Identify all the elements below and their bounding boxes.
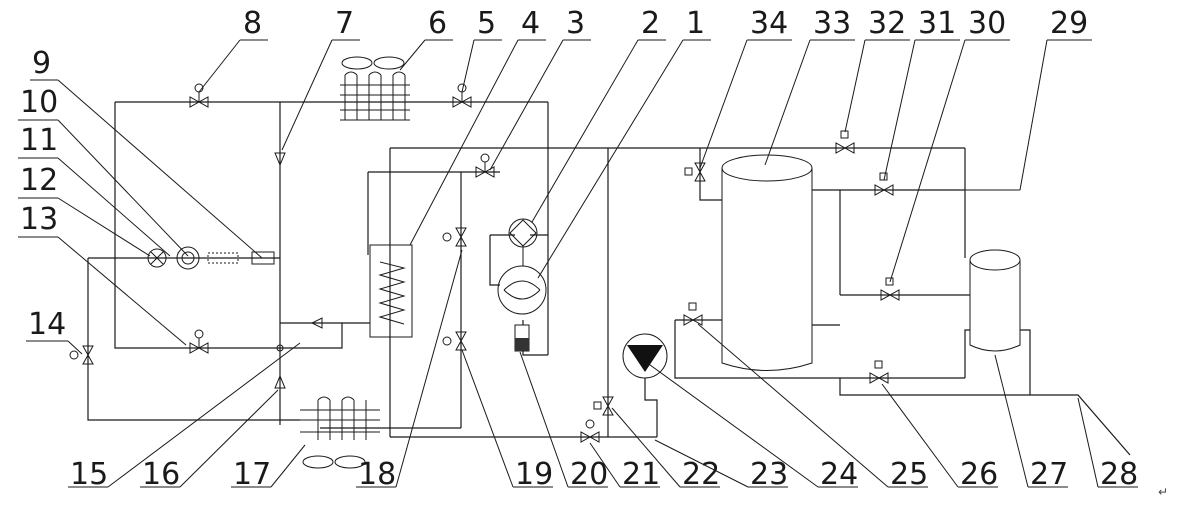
bottom-label-leaders [68,249,1138,488]
label-10: 10 [20,85,58,120]
piping [87,101,1131,456]
label-13: 13 [20,202,58,237]
label-33: 33 [813,6,851,41]
valve-24-icon [683,302,703,326]
label-19: 19 [515,457,553,492]
valve-14-icon [69,345,94,365]
buffer-tank-27-icon [969,249,1021,352]
label-7: 7 [335,6,354,41]
valve-32-icon [835,130,855,154]
valves [69,83,900,443]
dryer-9-icon [251,251,275,265]
label-27: 27 [1030,457,1068,492]
valve-13-icon [189,329,209,354]
four-way-valve-2-icon [508,218,538,248]
top-labels: 8 7 6 5 4 3 2 1 34 33 32 31 30 29 [243,6,1088,41]
label-2: 2 [641,6,660,41]
label-15: 15 [70,457,108,492]
valve-30-icon [880,277,900,301]
label-23: 23 [750,457,788,492]
label-8: 8 [243,6,262,41]
valve-19-icon [442,331,467,351]
fan-coil-17-icon [300,396,380,469]
check-valves [274,152,323,389]
expansion-12-icon [147,248,167,268]
bottom-labels: 15 16 17 18 19 20 21 22 23 24 25 26 27 2… [70,457,1168,499]
label-12: 12 [20,163,58,198]
label-21: 21 [622,457,660,492]
heat-exchanger-4-icon [369,244,413,338]
pump-23-icon [622,333,668,379]
label-20: 20 [570,457,608,492]
valve-8-icon [189,83,209,108]
label-3: 3 [566,6,585,41]
check-valve-15-icon [310,317,323,329]
label-4: 4 [521,6,540,41]
valve-34-icon [684,162,706,182]
label-28: 28 [1100,457,1138,492]
label-17: 17 [233,457,271,492]
label-34: 34 [750,6,788,41]
label-31: 31 [918,6,956,41]
liquid-line-devices [147,246,275,270]
label-29: 29 [1050,6,1088,41]
return-mark: ↵ [1158,485,1168,499]
sight-glass-11-icon [176,246,200,270]
label-6: 6 [428,6,447,41]
valve-22-icon [593,396,614,416]
valve-3-icon [475,153,495,178]
label-30: 30 [968,6,1006,41]
left-label-leaders [18,79,263,355]
label-5: 5 [477,6,496,41]
compressor-1-icon [497,247,547,315]
label-25: 25 [890,457,928,492]
valve-31-icon [874,172,894,196]
valve-5-icon [452,83,472,108]
label-9: 9 [32,46,51,81]
label-26: 26 [960,457,998,492]
label-11: 11 [20,123,58,158]
label-14: 14 [28,307,66,342]
label-16: 16 [142,457,180,492]
valve-26-icon [869,360,889,384]
storage-tank-33-icon [721,154,813,371]
check-valve-16-icon [274,374,286,389]
valve-21-icon [580,419,600,443]
label-32: 32 [868,6,906,41]
junction-15 [276,344,284,352]
left-labels: 9 10 11 12 13 14 [20,46,66,342]
label-24: 24 [820,457,858,492]
valve-18-icon [442,227,467,247]
check-valve-7-icon [274,152,286,167]
label-1: 1 [686,6,705,41]
top-label-leaders [198,39,1092,283]
fan-coil-6-icon [340,56,410,121]
